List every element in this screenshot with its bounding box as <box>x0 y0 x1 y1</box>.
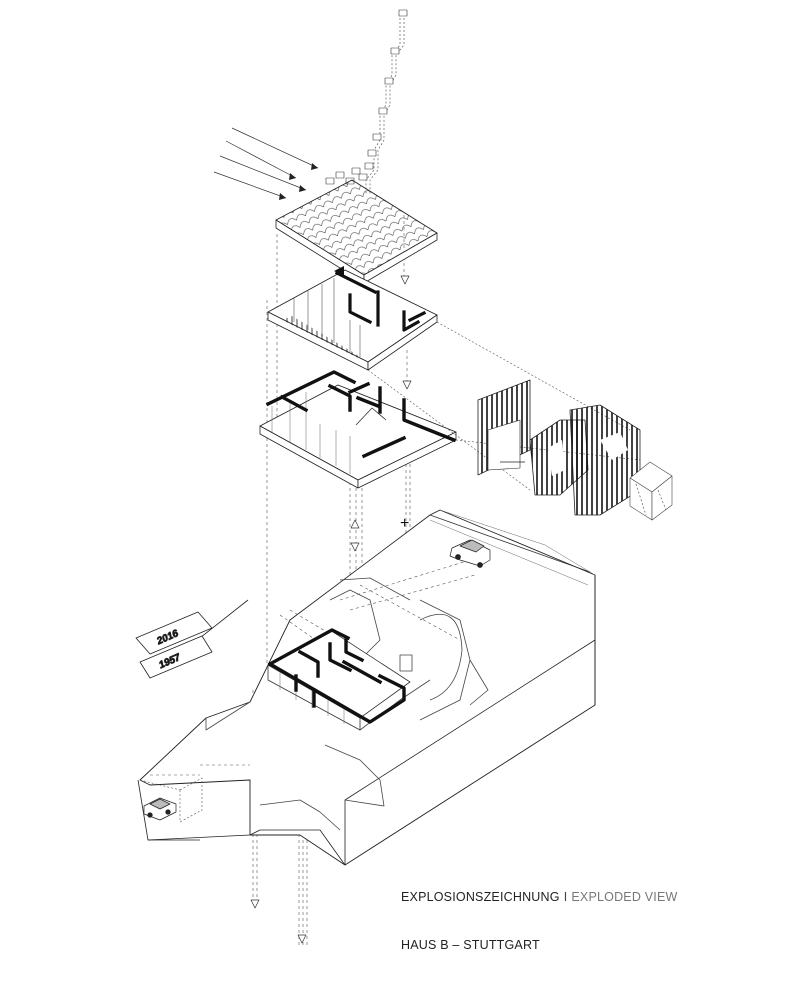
caption-subtitle: HAUS B – STUTTGART <box>401 938 540 952</box>
garage-underground <box>139 777 203 823</box>
roof-layer <box>275 179 438 284</box>
plus-symbol: + <box>400 515 409 532</box>
car-icon <box>449 539 491 568</box>
caption-separator: I <box>563 890 568 904</box>
timeline-tags <box>135 599 249 679</box>
attic-layer <box>267 266 438 371</box>
caption-title-de: EXPLOSIONSZEICHNUNG <box>401 890 560 904</box>
garage-box <box>629 461 673 521</box>
ground-floor-layer <box>259 370 457 489</box>
flag-icon <box>325 9 408 185</box>
sun-rays <box>213 127 319 200</box>
existing-house-footprint <box>267 628 411 731</box>
car-icon <box>143 797 177 821</box>
caption-title-en: EXPLODED VIEW <box>571 890 678 904</box>
facade-screen-panels <box>477 379 641 516</box>
